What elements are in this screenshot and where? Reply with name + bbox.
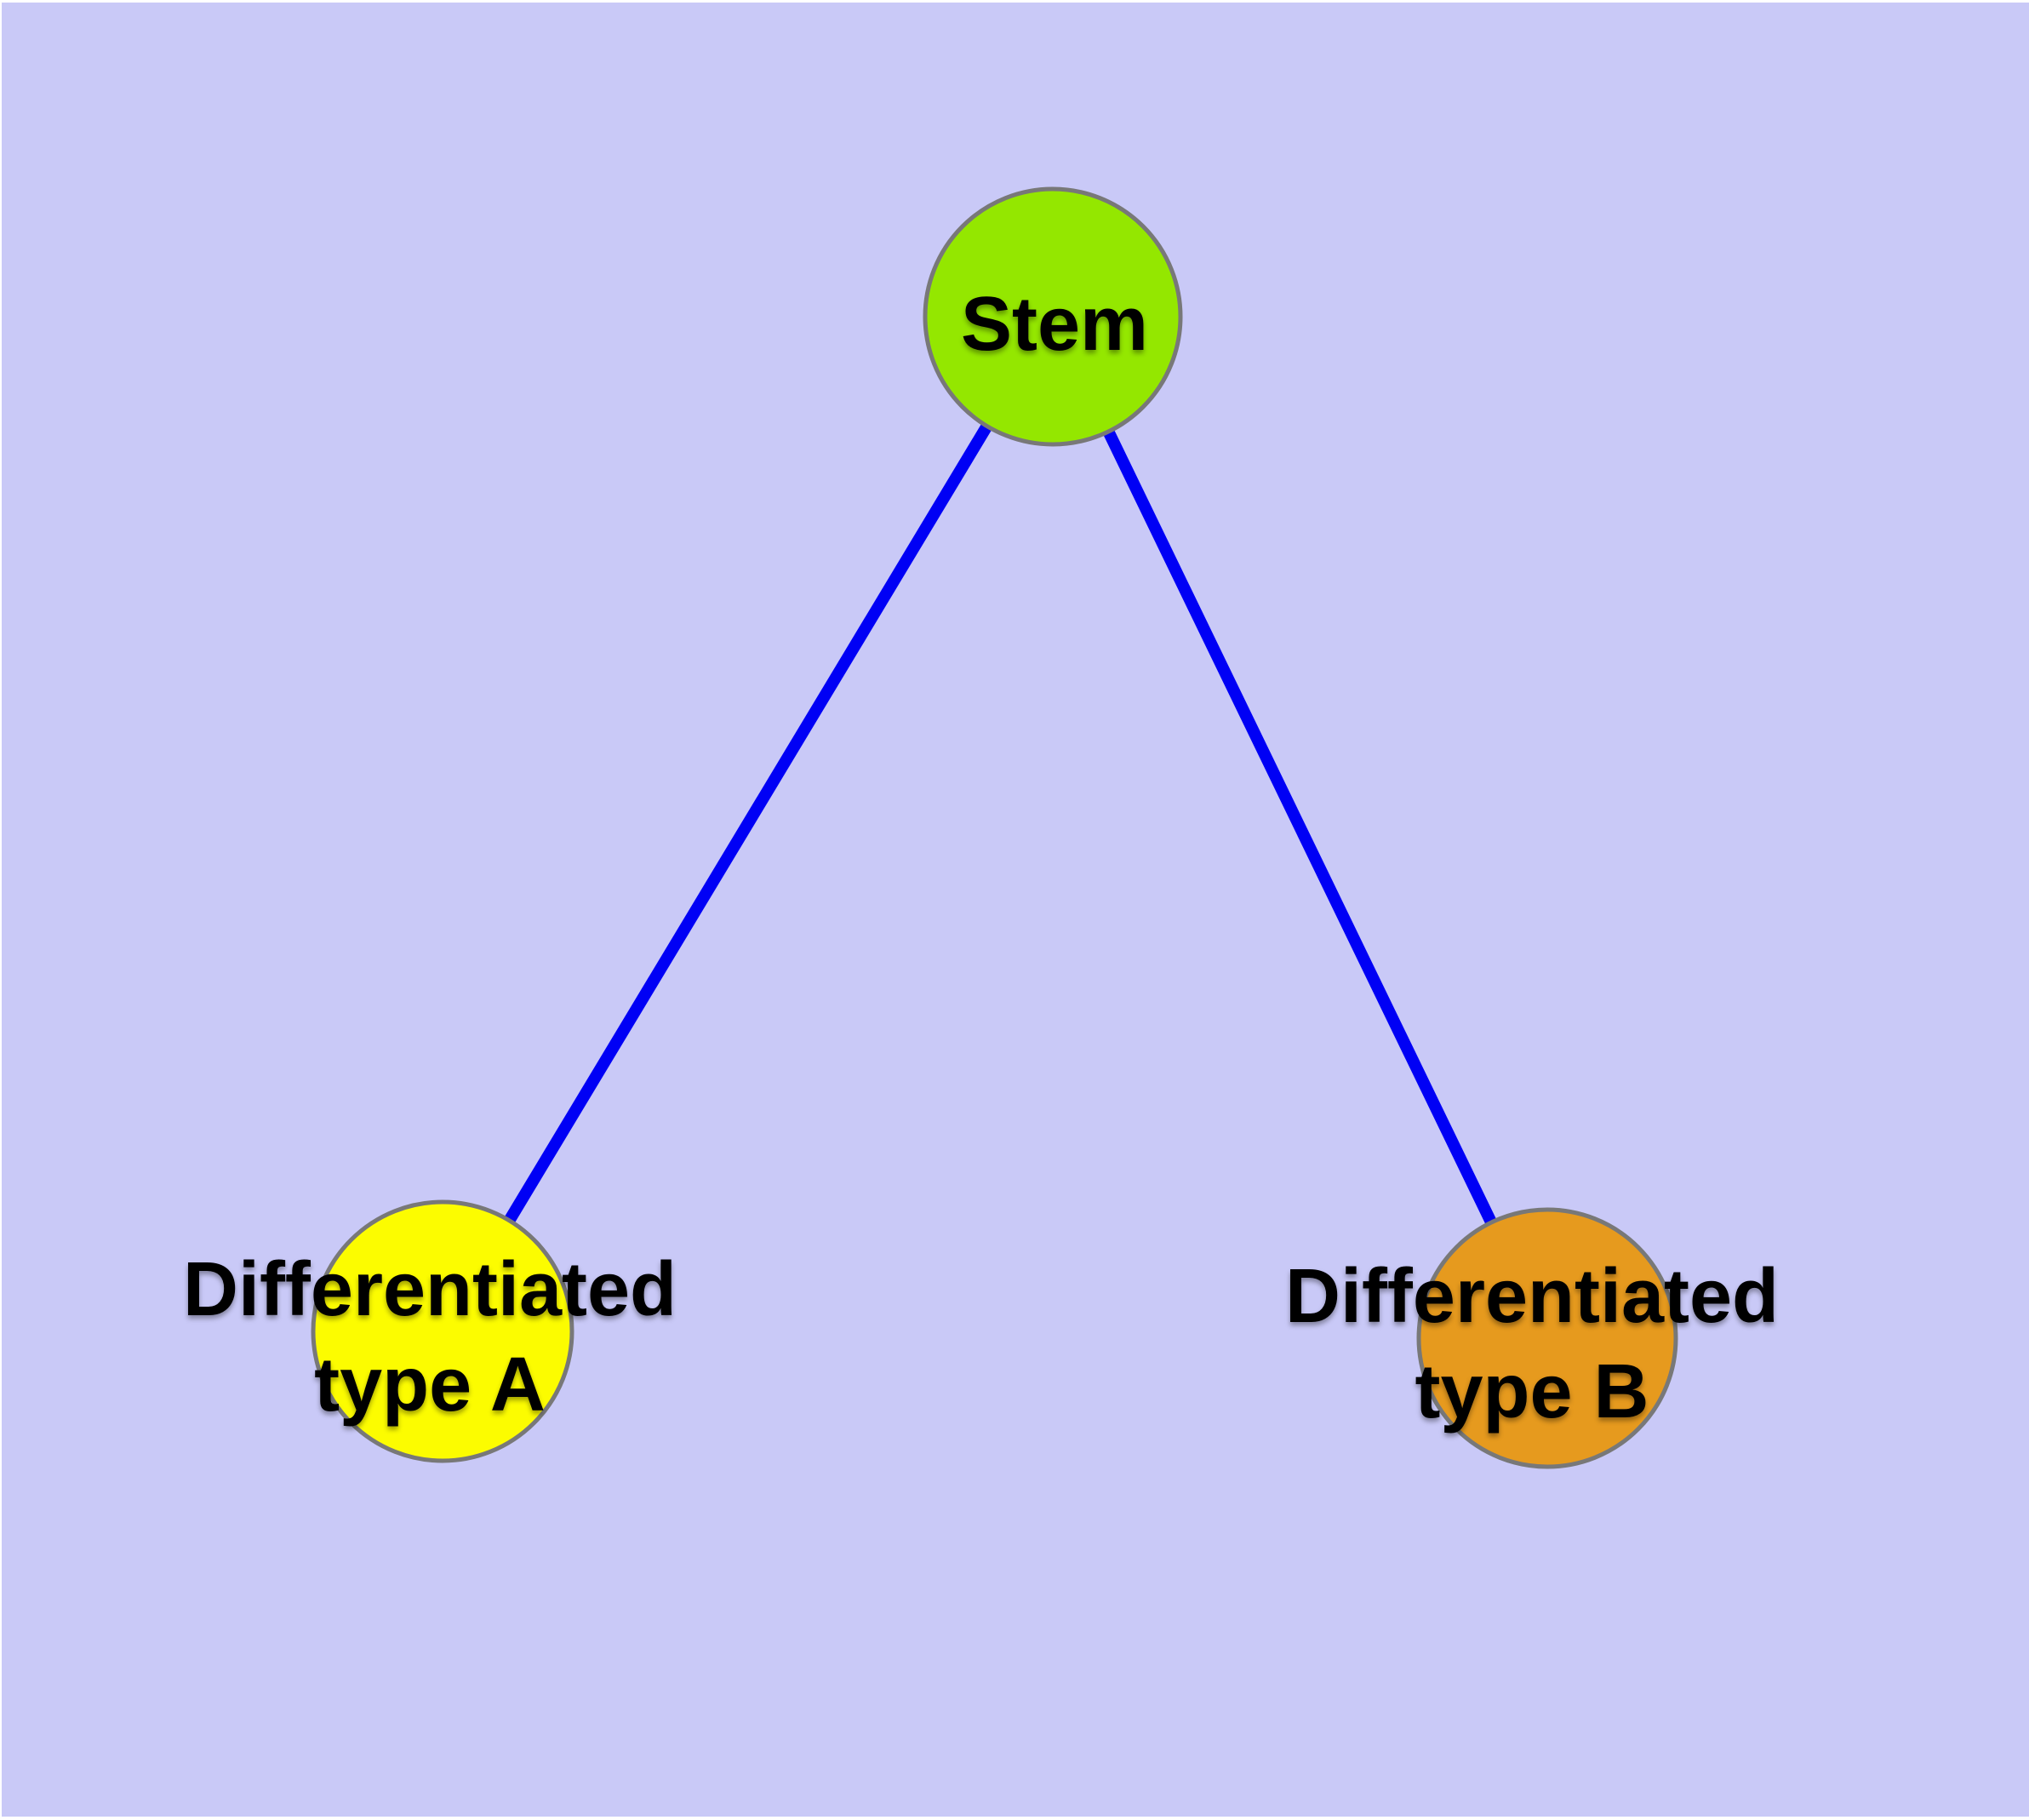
node-type-b-label-line1: Differentiated (1285, 1254, 1779, 1339)
node-differentiated-type-a (311, 1199, 574, 1463)
edge-stem-to-type-b (1047, 313, 1553, 1342)
node-type-b-label-line2: type B (1415, 1349, 1649, 1434)
node-stem-label: Stem (961, 282, 1148, 367)
node-group (311, 186, 1678, 1469)
label-group: Stem Differentiated type A Differentiate… (183, 282, 1779, 1434)
node-type-a-label-line2: type A (314, 1342, 546, 1428)
edge-group (437, 313, 1553, 1342)
node-stem (923, 186, 1183, 447)
node-differentiated-type-b (1416, 1207, 1678, 1469)
edge-stem-to-type-a (437, 313, 1058, 1335)
node-type-a-label-line1: Differentiated (183, 1247, 677, 1332)
